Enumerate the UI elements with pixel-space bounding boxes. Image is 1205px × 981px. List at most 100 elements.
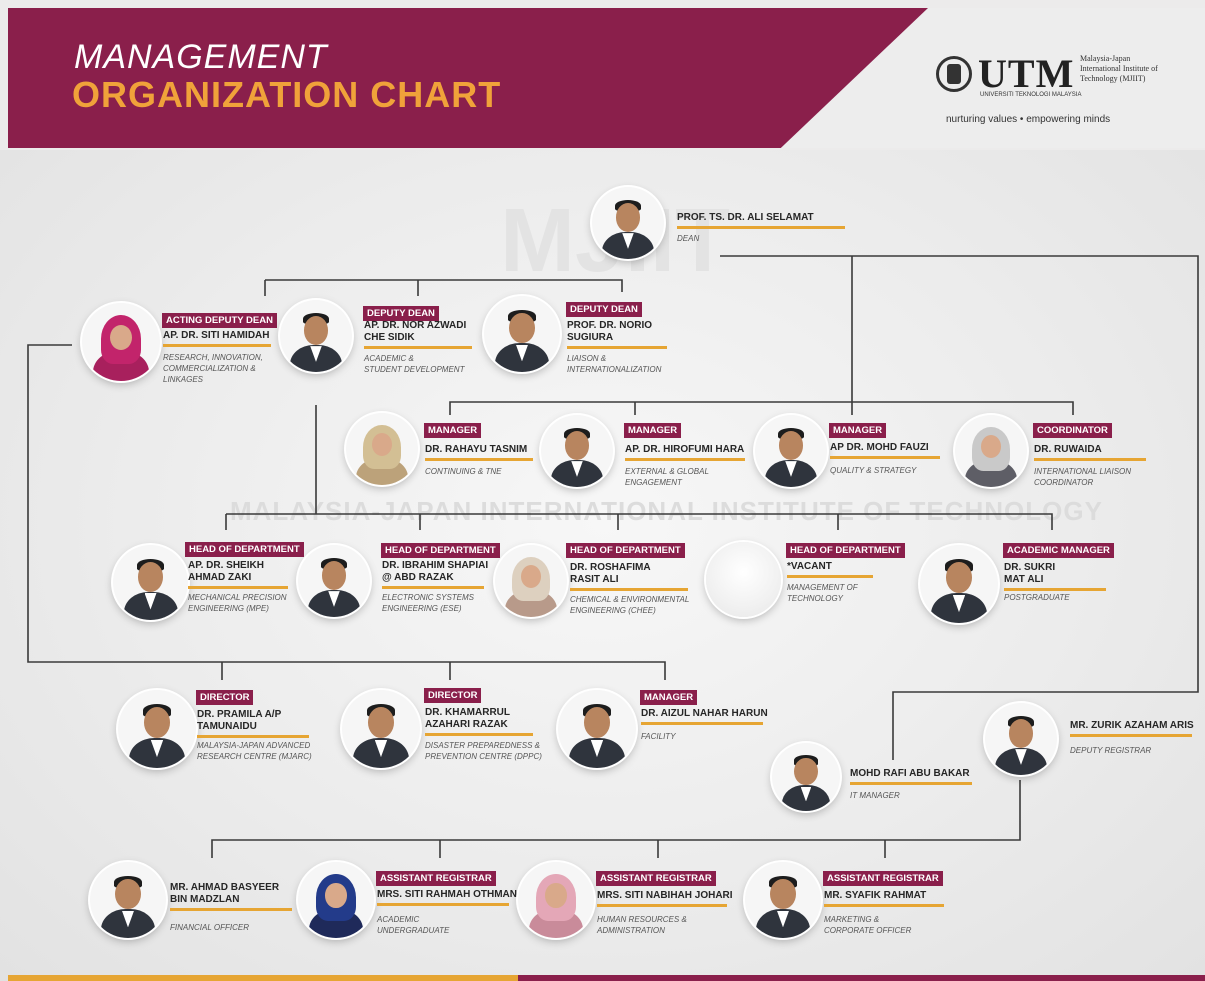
portrait-photo: [280, 300, 352, 372]
person-name: PROF. DR. NORIO SUGIURA: [567, 320, 653, 343]
portrait-photo: [113, 545, 188, 620]
person-role: LIAISON & INTERNATIONALIZATION: [567, 354, 662, 374]
name-underline: [1070, 734, 1192, 737]
portrait-photo: [706, 542, 781, 617]
portrait-photo: [592, 187, 664, 259]
person-role: ACADEMIC & STUDENT DEVELOPMENT: [364, 354, 465, 374]
name-underline: [163, 344, 271, 347]
person-icon: [118, 690, 196, 768]
person-name: *VACANT: [787, 561, 832, 572]
person-role: DEPUTY REGISTRAR: [1070, 746, 1152, 755]
person-role: QUALITY & STRATEGY: [830, 466, 917, 475]
person-name: MOHD RAFI ABU BAKAR: [850, 768, 970, 779]
title-line-1: MANAGEMENT: [74, 38, 328, 76]
person-icon: [518, 862, 594, 938]
person-icon: [298, 862, 374, 938]
person-icon: [484, 296, 560, 372]
portrait-photo: [82, 303, 160, 381]
person-role: MANAGEMENT OF TECHNOLOGY: [787, 583, 858, 603]
person-icon: [772, 743, 840, 811]
logo-tagline: nurturing values • empowering minds: [946, 114, 1111, 125]
portrait-photo: [745, 862, 821, 938]
position-badge: DIRECTOR: [196, 690, 254, 705]
person-role: MECHANICAL PRECISION ENGINEERING (MPE): [188, 593, 287, 613]
person-name: MR. AHMAD BASYEER BIN MADZLAN: [170, 882, 280, 905]
position-badge: COORDINATOR: [1033, 423, 1112, 438]
position-badge: DIRECTOR: [424, 688, 482, 703]
person-name: PROF. TS. DR. ALI SELAMAT: [677, 212, 814, 223]
name-underline: [625, 458, 745, 461]
name-underline: [1034, 458, 1146, 461]
person-icon: [955, 415, 1027, 487]
person-name: DR. PRAMILA A/P TAMUNAIDU: [197, 709, 282, 732]
position-badge: HEAD OF DEPARTMENT: [185, 542, 304, 557]
person-icon: [280, 300, 352, 372]
person-name: AP DR. MOHD FAUZI: [830, 442, 929, 453]
person-role: MARKETING & CORPORATE OFFICER: [824, 915, 912, 935]
person-icon: [113, 545, 188, 620]
person-name: DR. KHAMARRUL AZAHARI RAZAK: [425, 707, 510, 730]
portrait-photo: [955, 415, 1027, 487]
person-role: HUMAN RESOURCES & ADMINISTRATION: [597, 915, 687, 935]
person-icon: [745, 862, 821, 938]
portrait-photo: [920, 545, 998, 623]
person-icon: [558, 690, 636, 768]
position-badge: ACADEMIC MANAGER: [1003, 543, 1114, 558]
portrait-photo: [298, 862, 374, 938]
person-icon: [90, 862, 166, 938]
name-underline: [597, 904, 727, 907]
person-name: AP. DR. SITI HAMIDAH: [163, 330, 270, 341]
position-badge: MANAGER: [640, 690, 698, 705]
person-role: DEAN: [677, 234, 700, 243]
footer-bar-gold: [8, 975, 518, 981]
person-role: IT MANAGER: [850, 791, 900, 800]
person-icon: [920, 545, 998, 623]
position-badge: ASSISTANT REGISTRAR: [596, 871, 716, 886]
name-underline: [377, 903, 509, 906]
person-name: MRS. SITI NABIHAH JOHARI: [597, 890, 733, 901]
person-name: MR. SYAFIK RAHMAT: [824, 890, 927, 901]
person-role: POSTGRADUATE: [1004, 593, 1070, 602]
name-underline: [188, 586, 288, 589]
name-underline: [170, 908, 292, 911]
utm-crest-icon: [936, 56, 972, 92]
name-underline: [1004, 588, 1106, 591]
person-name: AP. DR. HIROFUMI HARA: [625, 444, 745, 455]
person-name: AP. DR. SHEIKH AHMAD ZAKI: [188, 560, 264, 583]
portrait-photo: [90, 862, 166, 938]
person-role: DISASTER PREPAREDNESS & PREVENTION CENTR…: [425, 741, 542, 761]
person-icon: [342, 690, 420, 768]
position-badge: MANAGER: [829, 423, 887, 438]
name-underline: [382, 586, 484, 589]
person-icon: [346, 413, 418, 485]
name-underline: [364, 346, 472, 349]
name-underline: [850, 782, 972, 785]
portrait-photo: [985, 703, 1057, 775]
person-role: ACADEMIC UNDERGRADUATE: [377, 915, 450, 935]
person-icon: [592, 187, 664, 259]
position-badge: MANAGER: [424, 423, 482, 438]
person-name: DR. IBRAHIM SHAPIAI @ ABD RAZAK: [382, 560, 489, 583]
person-role: CHEMICAL & ENVIRONMENTAL ENGINEERING (CH…: [570, 595, 690, 615]
person-icon: [985, 703, 1057, 775]
portrait-photo: [346, 413, 418, 485]
person-icon: [541, 415, 613, 487]
portrait-photo: [298, 545, 370, 617]
person-icon: [82, 303, 160, 381]
portrait-photo: [558, 690, 636, 768]
person-role: INTERNATIONAL LIAISON COORDINATOR: [1034, 467, 1132, 487]
name-underline: [197, 735, 309, 738]
person-name: DR. RAHAYU TASNIM: [425, 444, 528, 455]
logo-university: UNIVERSITI TEKNOLOGI MALAYSIA: [980, 92, 1082, 98]
person-name: AP. DR. NOR AZWADI CHE SIDIK: [364, 320, 467, 343]
portrait-photo: [118, 690, 196, 768]
background: [0, 150, 1205, 981]
person-name: MR. ZURIK AZAHAM ARIS: [1070, 720, 1194, 731]
person-role: ELECTRONIC SYSTEMS ENGINEERING (ESE): [382, 593, 475, 613]
person-icon: [755, 415, 827, 487]
person-icon: [495, 545, 567, 617]
portrait-photo: [518, 862, 594, 938]
position-badge: HEAD OF DEPARTMENT: [786, 543, 905, 558]
